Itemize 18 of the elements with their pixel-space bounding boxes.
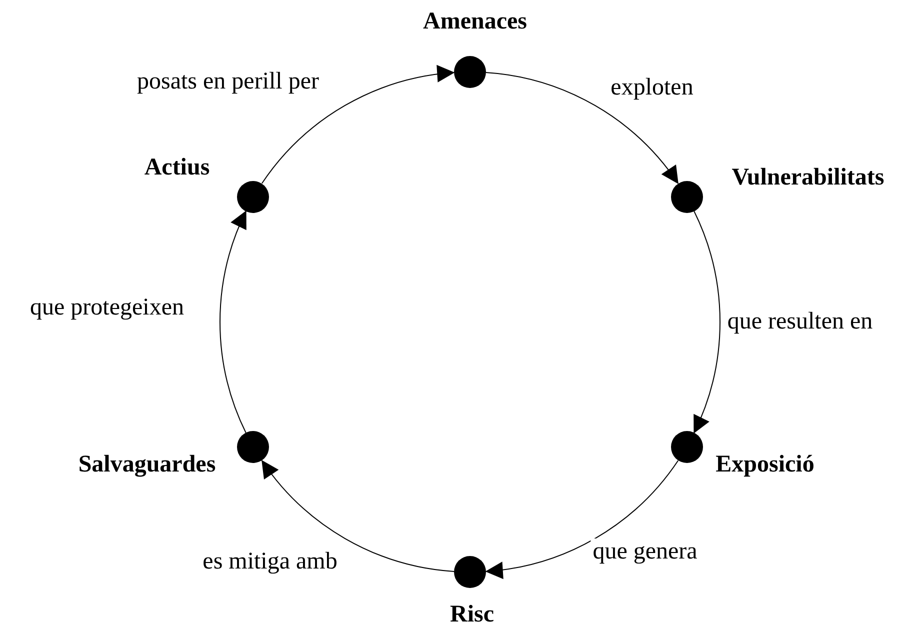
arrow [485,460,679,578]
node-dot [454,556,486,588]
arrow [220,210,248,434]
edge-label: que resulten en [725,308,875,336]
edge-label: es mitiga amb [200,548,340,576]
node-dot [454,56,486,88]
arrow [261,460,454,572]
node-label: Exposició [714,452,816,478]
node-dot [670,431,702,463]
edge-label: posats en perill per [135,68,321,96]
node-dot [237,181,270,213]
node-dot [237,431,270,463]
arrow [486,72,679,184]
edge-label: que genera [590,538,700,566]
edge-label: exploten [608,74,696,102]
node-dot [670,181,702,213]
arrow [261,66,455,184]
arrow [692,210,720,434]
